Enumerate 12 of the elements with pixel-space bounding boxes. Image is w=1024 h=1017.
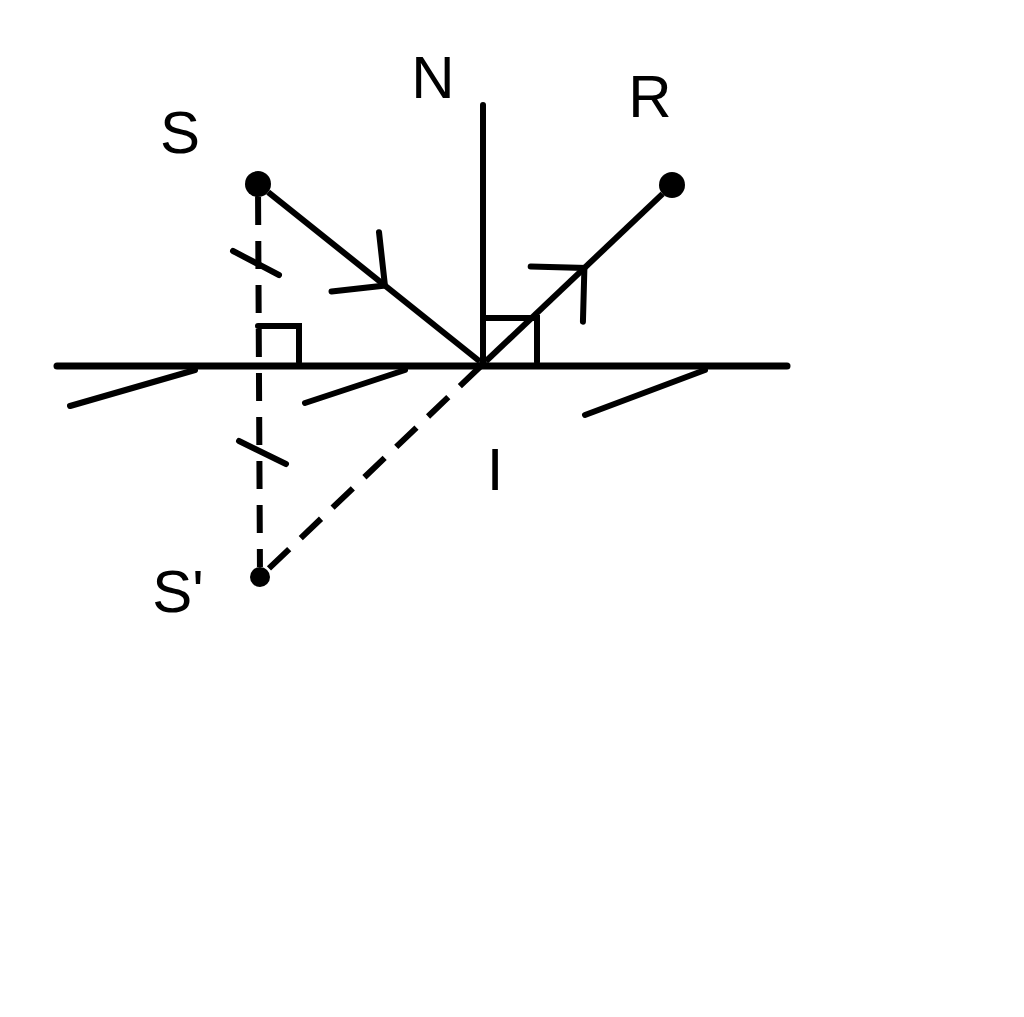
point-label: R — [628, 67, 672, 127]
construction-line — [265, 364, 483, 573]
light-ray-arrow — [483, 191, 665, 364]
point-dot — [250, 567, 270, 587]
point-label: I — [486, 440, 504, 500]
point-dot — [245, 171, 271, 197]
normal-label: N — [411, 48, 455, 108]
light-ray-arrow — [266, 189, 482, 364]
point-label: S — [160, 103, 200, 163]
construction-line — [255, 197, 263, 567]
point-label: S' — [152, 562, 204, 622]
point-dot — [659, 172, 685, 198]
